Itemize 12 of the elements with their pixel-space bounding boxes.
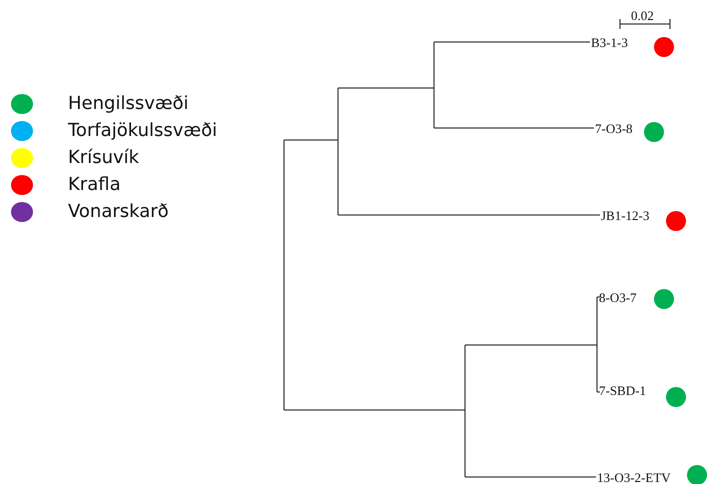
legend-label: Krísuvík: [68, 147, 140, 169]
taxon-label: B3-1-3: [591, 36, 628, 50]
legend-label: Torfajökulssvæði: [68, 120, 218, 142]
legend-label: Krafla: [68, 174, 121, 196]
taxon-label: 8-O3-7: [599, 291, 637, 305]
taxon-label: JB1-12-3: [601, 209, 650, 223]
taxon-label: 7-O3-8: [595, 122, 633, 136]
legend-label: Vonarskarð: [68, 201, 169, 223]
taxon-label: 13-O3-2-ETV: [597, 471, 671, 484]
legend-label: Hengilssvæði: [68, 93, 189, 115]
taxon-label: 7-SBD-1: [599, 384, 646, 398]
scale-value: 0.02: [631, 9, 654, 23]
